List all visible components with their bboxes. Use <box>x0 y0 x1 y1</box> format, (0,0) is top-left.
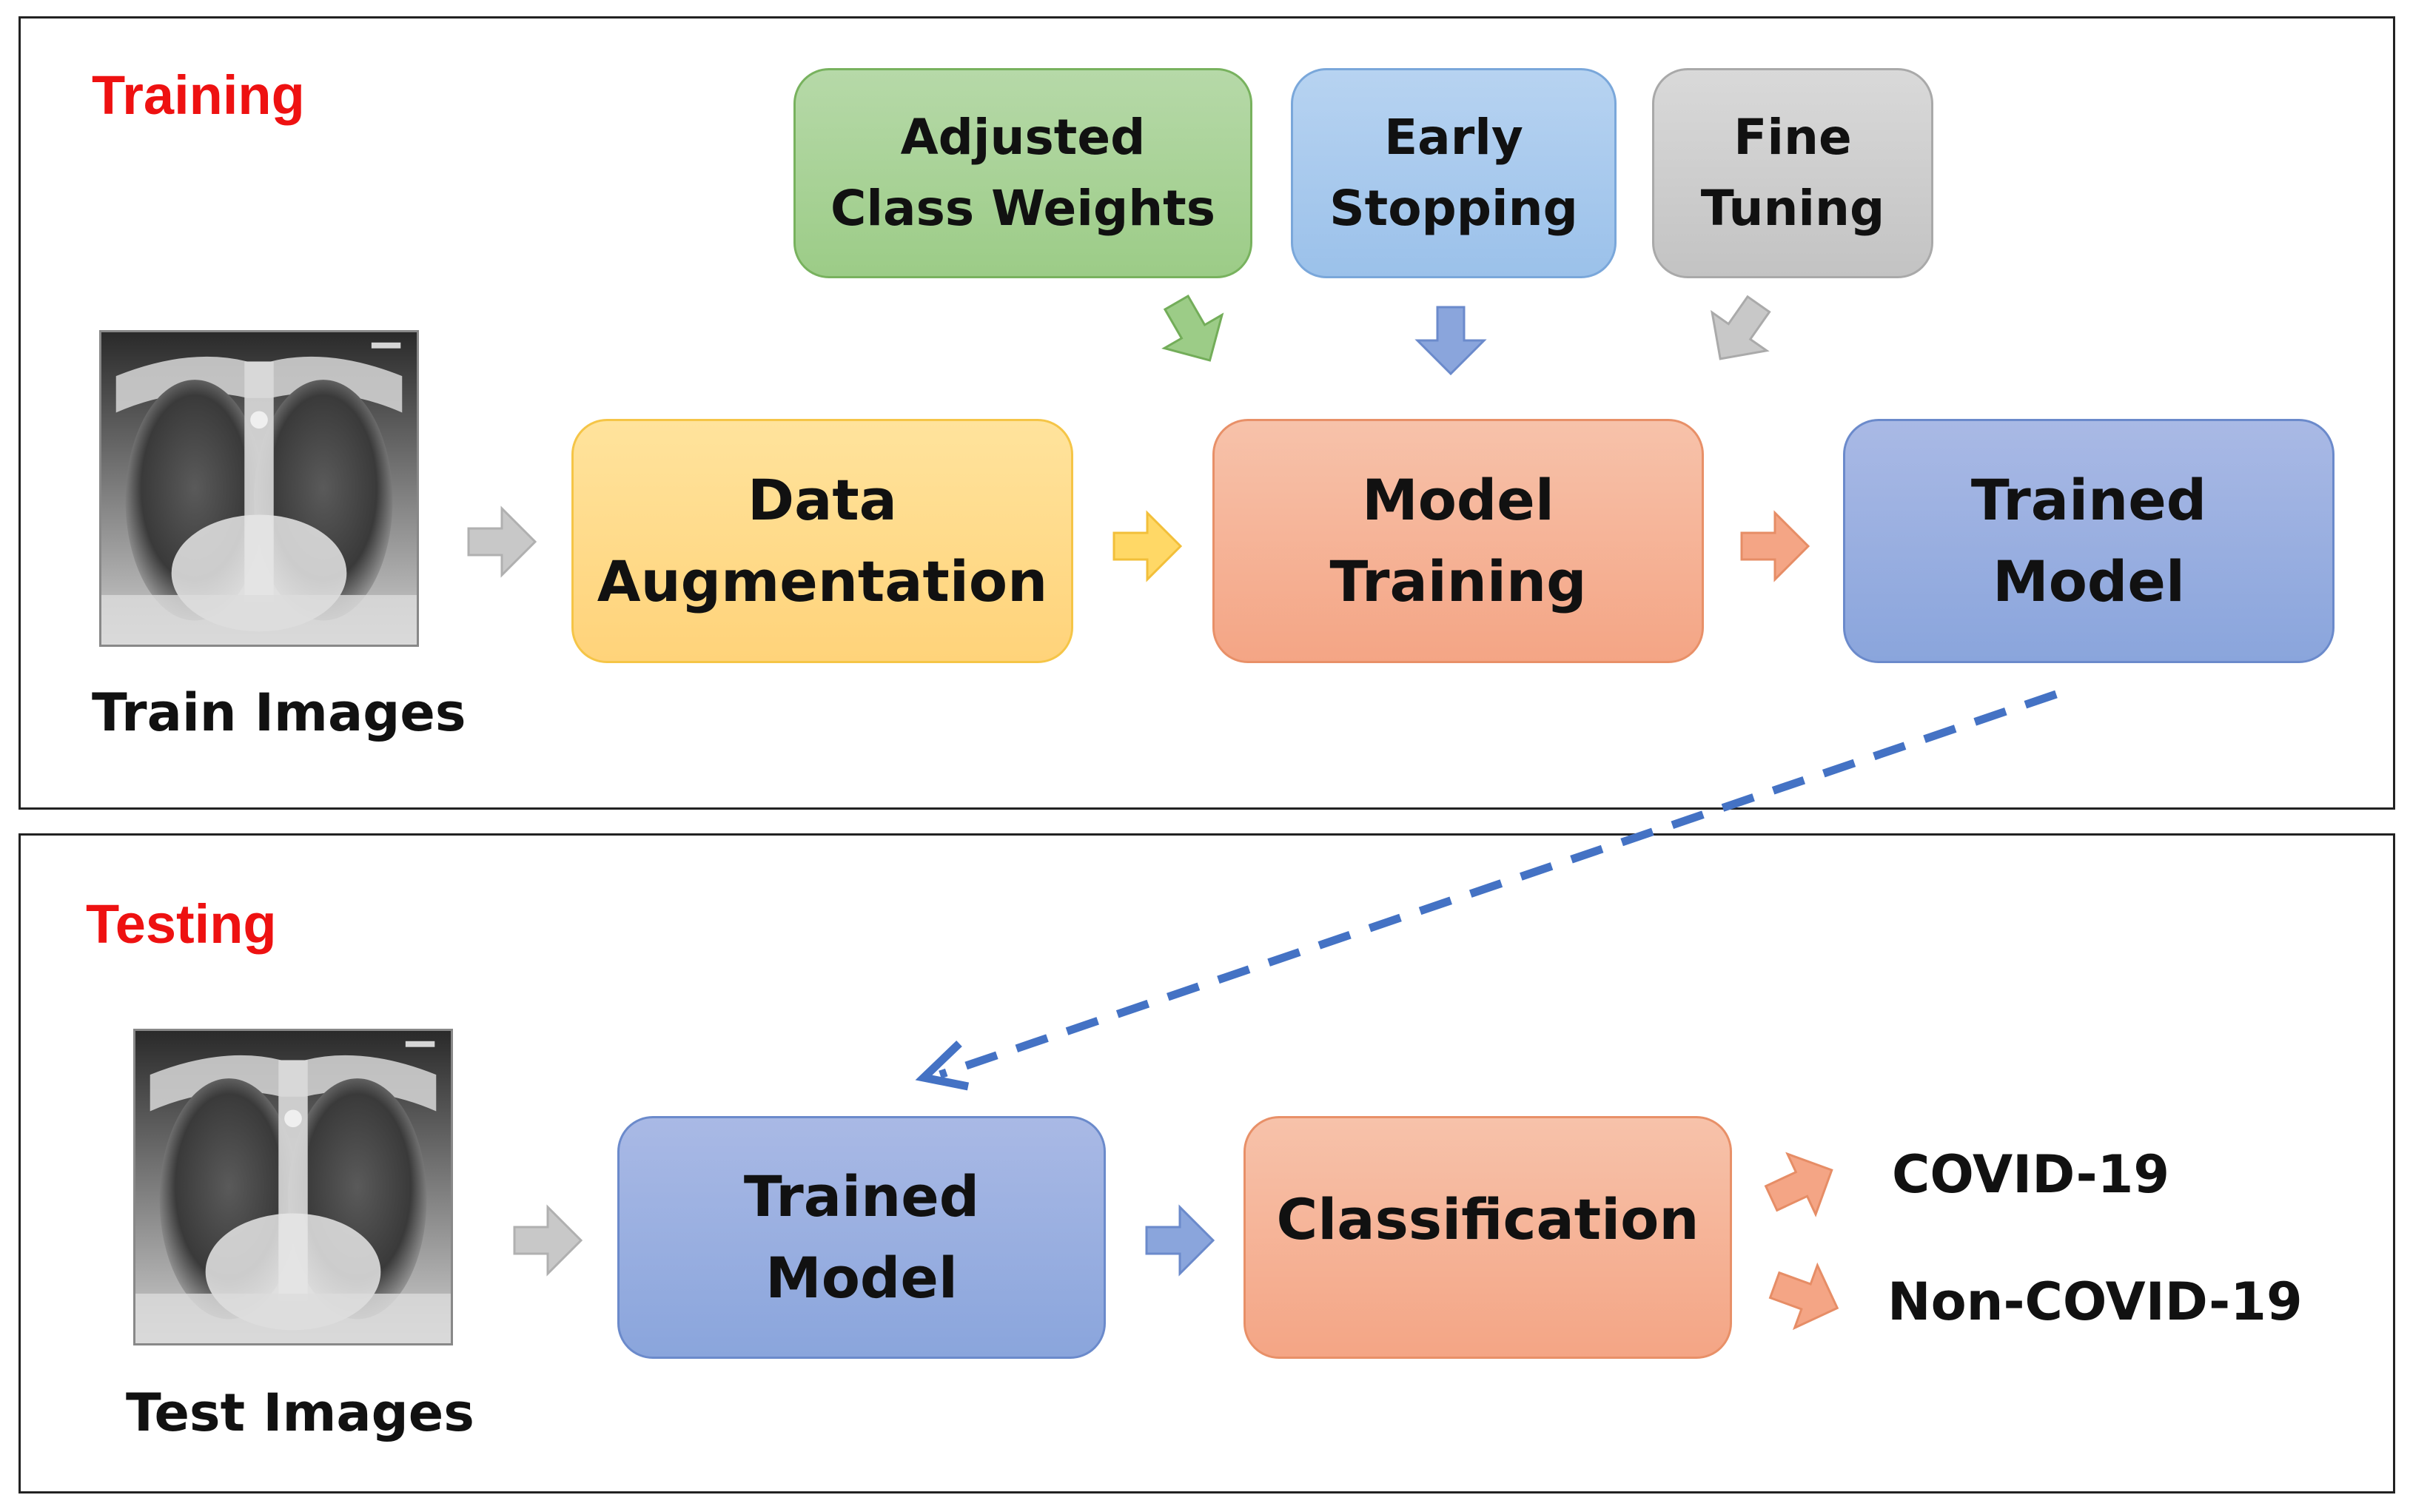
arrow-early-stopping-to-model-training <box>1416 306 1486 375</box>
test-images-label: Test Images <box>126 1382 474 1443</box>
dashed-link-trained-model <box>915 690 2058 1091</box>
trained-model-testing-line1: Trained <box>743 1163 980 1229</box>
adjusted-class-weights-line2: Class Weights <box>830 180 1216 237</box>
arrow-to-covid-19 <box>1756 1138 1847 1230</box>
fine-tuning-line1: Fine <box>1733 109 1852 167</box>
adjusted-class-weights-line1: Adjusted <box>900 109 1146 167</box>
early-stopping-line1: Early <box>1384 109 1523 167</box>
trained-model-training-line2: Model <box>1993 548 2185 614</box>
train-images-label: Train Images <box>92 682 466 743</box>
arrow-model-training-to-trained-model <box>1740 511 1810 581</box>
arrow-to-non-covid-19 <box>1762 1252 1850 1341</box>
test-xray-image <box>133 1029 453 1345</box>
arrow-test-images-to-trained-model <box>513 1206 583 1275</box>
train-xray-image <box>99 330 419 647</box>
training-title: Training <box>92 64 305 126</box>
model-training-line2: Training <box>1329 548 1587 614</box>
arrow-train-images-to-augmentation <box>467 507 537 577</box>
arrow-fine-tuning-to-model-training <box>1691 283 1788 380</box>
early-stopping-line2: Stopping <box>1329 180 1578 237</box>
model-training-line1: Model <box>1362 466 1554 533</box>
data-augmentation-line2: Augmentation <box>597 548 1048 614</box>
arrow-class-weights-to-model-training <box>1147 285 1240 378</box>
trained-model-testing-line2: Model <box>765 1245 958 1311</box>
outcome-covid-19: COVID-19 <box>1892 1144 2170 1205</box>
arrow-trained-model-to-classification <box>1145 1206 1215 1275</box>
testing-title: Testing <box>86 893 277 955</box>
fine-tuning-line2: Tuning <box>1700 180 1885 237</box>
arrow-augmentation-to-model-training <box>1112 511 1182 581</box>
classification-label: Classification <box>1276 1186 1699 1252</box>
classification-box: Classification <box>1243 1116 1732 1359</box>
trained-model-training-line1: Trained <box>1970 466 2207 533</box>
outcome-non-covid-19: Non-COVID-19 <box>1887 1271 2303 1332</box>
data-augmentation-line1: Data <box>747 466 897 533</box>
